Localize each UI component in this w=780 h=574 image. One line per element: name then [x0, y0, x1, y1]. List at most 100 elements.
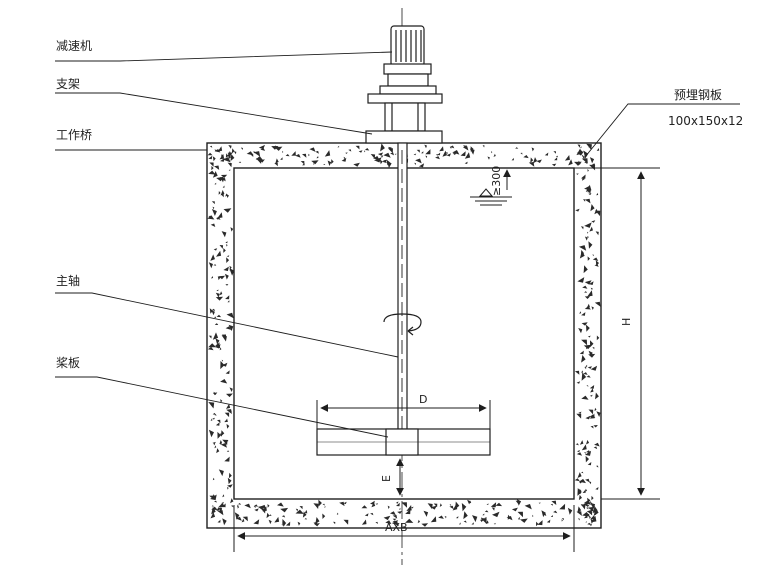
concrete-speck	[406, 505, 412, 511]
concrete-speck	[593, 507, 599, 516]
concrete-speck	[491, 151, 493, 154]
concrete-speck	[302, 511, 307, 518]
concrete-speck	[224, 418, 228, 423]
concrete-speck	[591, 306, 594, 310]
concrete-speck	[214, 445, 217, 449]
concrete-speck	[589, 413, 595, 419]
concrete-speck	[459, 522, 461, 525]
concrete-speck	[297, 521, 301, 526]
concrete-speck	[229, 269, 232, 271]
concrete-speck	[581, 395, 589, 400]
concrete-speck	[343, 519, 349, 525]
concrete-speck	[590, 425, 594, 429]
concrete-speck	[582, 489, 586, 493]
concrete-speck	[361, 519, 367, 525]
concrete-speck	[577, 506, 582, 513]
concrete-speck	[211, 507, 216, 515]
concrete-speck	[585, 478, 590, 483]
concrete-speck	[596, 192, 599, 196]
concrete-speck	[364, 513, 369, 517]
concrete-speck	[259, 159, 265, 163]
concrete-speck	[553, 510, 558, 514]
concrete-speck	[214, 182, 217, 185]
water-level-icon	[470, 188, 512, 206]
concrete-speck	[592, 257, 599, 261]
concrete-speck	[381, 155, 383, 158]
concrete-speck	[238, 161, 242, 163]
concrete-speck	[255, 156, 264, 161]
concrete-speck	[575, 208, 580, 212]
concrete-speck	[584, 296, 591, 299]
main-shaft	[397, 142, 408, 434]
concrete-speck	[228, 169, 231, 171]
concrete-speck	[390, 152, 394, 156]
concrete-speck	[515, 147, 519, 149]
concrete-speck	[234, 512, 240, 520]
concrete-speck	[585, 488, 588, 492]
concrete-speck	[584, 198, 591, 204]
concrete-speck	[304, 509, 308, 514]
concrete-speck	[227, 477, 232, 485]
concrete-speck	[594, 407, 597, 412]
concrete-speck	[591, 495, 594, 501]
concrete-speck	[394, 153, 397, 155]
concrete-speck	[313, 163, 315, 166]
concrete-speck	[327, 160, 332, 166]
concrete-speck	[511, 507, 518, 512]
concrete-speck	[589, 500, 591, 504]
concrete-speck	[227, 152, 232, 155]
concrete-speck	[313, 503, 319, 509]
concrete-speck	[211, 201, 215, 205]
concrete-speck	[450, 145, 455, 149]
concrete-speck	[208, 429, 214, 438]
concrete-speck	[455, 516, 459, 519]
concrete-speck	[583, 150, 589, 159]
concrete-speck	[210, 254, 215, 261]
concrete-speck	[577, 450, 580, 453]
concrete-speck	[212, 477, 215, 481]
concrete-speck	[345, 152, 348, 154]
concrete-speck	[567, 507, 573, 515]
embedded-plate-label: 预埋钢板	[674, 88, 722, 102]
concrete-speck	[397, 511, 403, 514]
concrete-speck	[433, 503, 438, 508]
concrete-speck	[579, 350, 584, 355]
concrete-speck	[439, 146, 444, 152]
concrete-speck	[583, 199, 586, 202]
concrete-speck	[554, 157, 558, 161]
concrete-speck	[282, 150, 284, 153]
concrete-speck	[209, 308, 213, 314]
concrete-speck	[396, 502, 400, 507]
concrete-speck	[285, 154, 290, 157]
concrete-speck	[228, 324, 234, 332]
concrete-speck	[579, 440, 584, 445]
concrete-speck	[221, 334, 227, 339]
concrete-speck	[208, 170, 216, 175]
concrete-speck	[213, 391, 216, 396]
bracket-label: 支架	[56, 77, 80, 91]
concrete-speck	[595, 260, 599, 267]
concrete-speck	[537, 520, 543, 526]
concrete-speck	[418, 163, 425, 168]
concrete-speck	[577, 472, 582, 478]
concrete-speck	[544, 152, 549, 156]
concrete-speck	[587, 335, 591, 338]
concrete-speck	[222, 503, 226, 507]
concrete-speck	[218, 469, 224, 477]
concrete-speck	[582, 285, 588, 289]
concrete-speck	[423, 510, 429, 517]
reducer-label: 减速机	[56, 39, 92, 53]
concrete-speck	[277, 502, 284, 507]
concrete-speck	[215, 292, 220, 298]
concrete-speck	[584, 291, 588, 293]
concrete-speck	[546, 519, 551, 523]
concrete-speck	[581, 372, 587, 381]
concrete-speck	[561, 518, 564, 521]
concrete-speck	[223, 208, 232, 213]
concrete-speck	[208, 262, 213, 269]
concrete-speck	[588, 350, 593, 357]
concrete-speck	[471, 522, 474, 525]
concrete-speck	[594, 301, 601, 307]
concrete-speck	[518, 517, 520, 520]
concrete-speck	[520, 518, 528, 523]
